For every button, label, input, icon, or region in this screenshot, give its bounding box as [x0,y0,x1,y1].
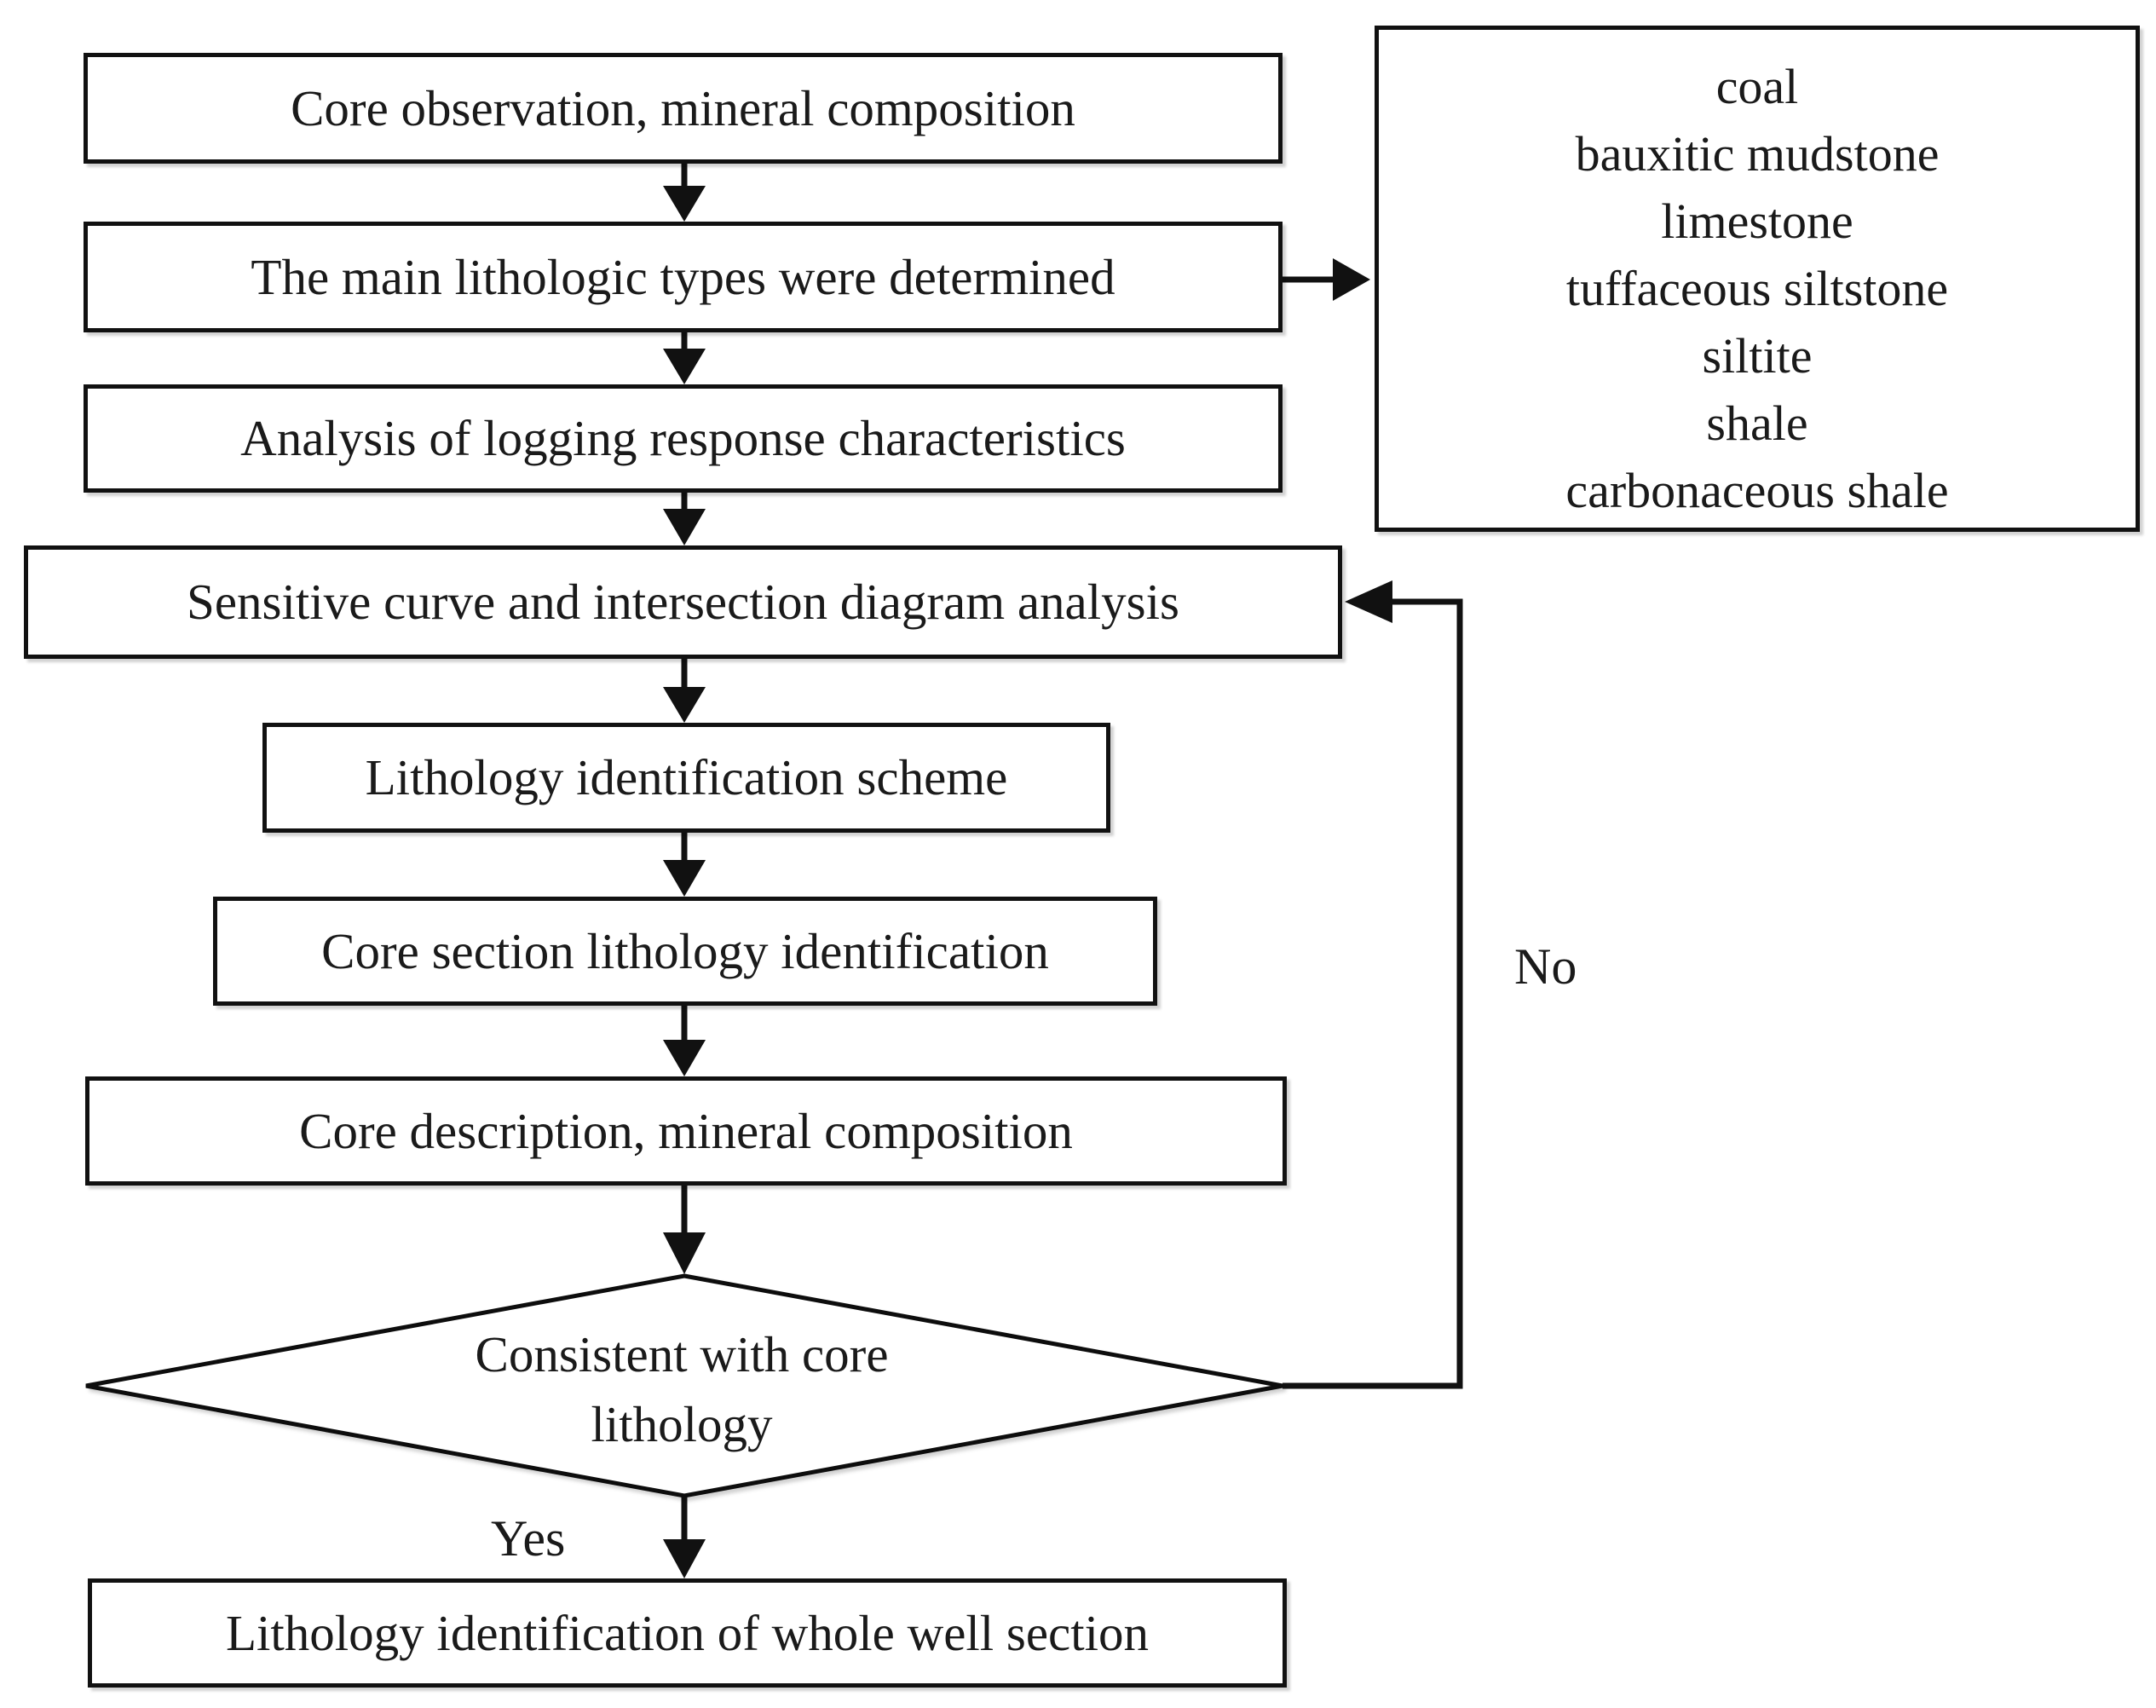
step-main-types: The main lithologic types were determine… [84,222,1283,332]
lithologic-types-list: coal bauxitic mudstone limestone tufface… [1379,30,2136,524]
step-whole-well-label: Lithology identification of whole well s… [225,1604,1150,1661]
lithologic-type-item: tuffaceous siltstone [1565,261,1949,316]
step-sensitive-curve-label: Sensitive curve and intersection diagram… [187,574,1179,630]
arrowhead-7 [663,1232,706,1274]
arrowhead-4 [663,687,706,723]
step-core-observation-label: Core observation, mineral composition [291,79,1075,136]
step-scheme-label: Lithology identification scheme [365,749,1008,805]
step-scheme: Lithology identification scheme [262,723,1110,833]
step-main-types-label: The main lithologic types were determine… [251,248,1115,305]
step-sensitive-curve: Sensitive curve and intersection diagram… [24,545,1342,659]
decision-text-line2: lithology [591,1396,773,1452]
step-logging-analysis: Analysis of logging response characteris… [84,384,1283,493]
arrowhead-2 [663,349,706,384]
arrowhead-5 [663,860,706,897]
step-logging-analysis-label: Analysis of logging response characteris… [240,410,1126,466]
step-core-description: Core description, mineral composition [85,1076,1287,1186]
lithologic-type-item: shale [1706,395,1808,451]
decision-diamond [85,1273,1283,1498]
arrowhead-6 [663,1040,706,1076]
step-core-section: Core section lithology identification [213,897,1157,1006]
decision-text-line1: Consistent with core [475,1326,889,1382]
arrowhead-final [663,1539,706,1578]
decision-text: Consistent with core lithology [307,1319,1057,1459]
no-label: No [1514,938,1577,995]
no-loop-line [1283,598,1463,1389]
lithologic-type-item: siltite [1702,328,1813,384]
step-core-observation: Core observation, mineral composition [84,53,1283,164]
arrowhead-3 [663,509,706,545]
lithologic-type-item: bauxitic mudstone [1575,126,1940,182]
step-core-section-label: Core section lithology identification [321,922,1049,979]
arrowhead-loop [1345,580,1392,623]
arrowhead-1 [663,186,706,222]
lithologic-types-box: coal bauxitic mudstone limestone tufface… [1375,26,2140,532]
lithologic-type-item: coal [1715,59,1799,114]
yes-label: Yes [491,1510,566,1567]
step-whole-well: Lithology identification of whole well s… [88,1578,1287,1688]
lithologic-type-item: carbonaceous shale [1565,463,1949,518]
arrowhead-rock-list [1333,258,1370,301]
step-core-description-label: Core description, mineral composition [299,1102,1073,1159]
lithologic-type-item: limestone [1661,193,1853,249]
